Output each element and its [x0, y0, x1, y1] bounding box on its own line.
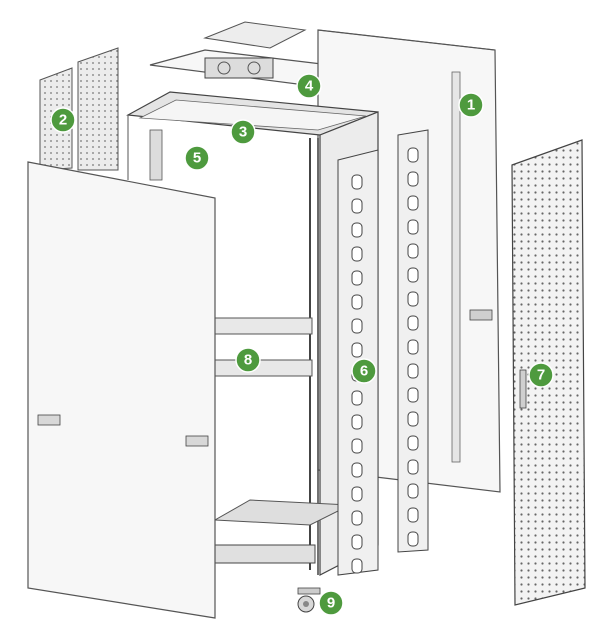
cable-slot — [407, 387, 419, 403]
callout-6: 6 — [351, 358, 377, 384]
cable-slot — [351, 174, 363, 190]
callout-label: 8 — [244, 352, 252, 369]
caster-wheel — [297, 587, 321, 613]
front-door-handle — [519, 369, 527, 409]
callout-3: 3 — [230, 119, 256, 145]
cable-slot — [407, 315, 419, 331]
cable-slot — [351, 462, 363, 478]
cable-slot — [351, 246, 363, 262]
cable-slot — [407, 291, 419, 307]
callout-label: 6 — [360, 363, 368, 380]
cable-slot — [351, 534, 363, 550]
cable-slot — [351, 294, 363, 310]
cable-slot — [351, 558, 363, 574]
callout-5: 5 — [184, 145, 210, 171]
rear-side-panels — [39, 47, 119, 171]
fan-unit — [204, 57, 274, 79]
cable-slot — [407, 507, 419, 523]
callout-label: 7 — [537, 367, 545, 384]
cable-slot — [351, 198, 363, 214]
cable-slot — [351, 222, 363, 238]
cable-slot — [407, 147, 419, 163]
cable-slot — [407, 411, 419, 427]
callout-9: 9 — [318, 590, 344, 616]
callout-label: 2 — [59, 112, 67, 129]
callout-label: 3 — [239, 124, 247, 141]
cable-slot — [407, 171, 419, 187]
cable-slot — [407, 267, 419, 283]
cable-slot — [407, 195, 419, 211]
cable-slot — [351, 414, 363, 430]
cable-slot — [407, 243, 419, 259]
cable-slot — [351, 318, 363, 334]
cable-slot — [351, 270, 363, 286]
callout-7: 7 — [528, 362, 554, 388]
cable-slot — [407, 483, 419, 499]
callout-label: 4 — [305, 78, 314, 95]
cable-slot — [351, 486, 363, 502]
side-panel-lock-right — [185, 435, 209, 447]
callout-label: 5 — [193, 150, 201, 167]
rear-door-lock — [469, 309, 493, 321]
cable-slot — [351, 390, 363, 406]
cable-slot — [407, 339, 419, 355]
cross-bar-lower — [211, 359, 313, 377]
front-side-panel — [27, 161, 216, 619]
cable-slot — [351, 438, 363, 454]
cable-slot — [407, 459, 419, 475]
cross-bar-upper — [211, 317, 313, 335]
callout-label: 1 — [467, 97, 475, 114]
callout-8: 8 — [235, 347, 261, 373]
callout-2: 2 — [50, 107, 76, 133]
side-panel-lock-left — [37, 414, 61, 426]
cable-slot — [351, 510, 363, 526]
cable-slot — [407, 219, 419, 235]
cable-slot — [407, 435, 419, 451]
callout-4: 4 — [296, 73, 322, 99]
cable-slot — [407, 531, 419, 547]
cable-slot — [351, 342, 363, 358]
cable-slot — [407, 363, 419, 379]
callout-label: 9 — [327, 595, 335, 612]
callout-1: 1 — [458, 92, 484, 118]
